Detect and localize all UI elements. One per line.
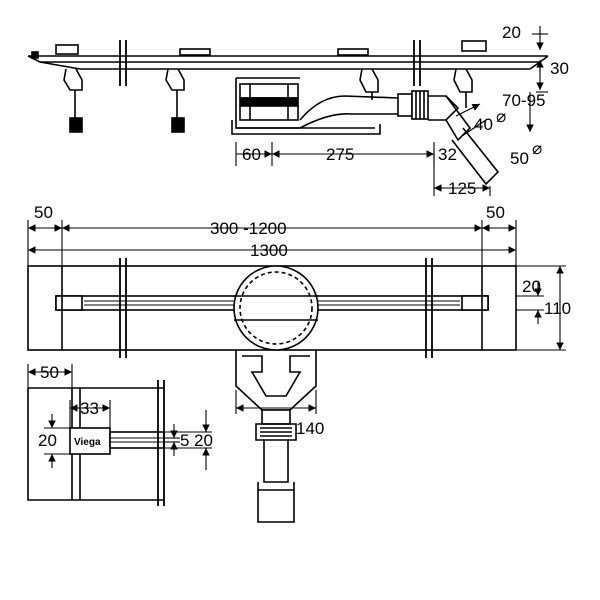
drain-outlet [233,265,319,351]
dim-end-right: 50 [486,203,505,222]
dim-length-275: 275 [326,145,354,164]
dim-gap-5: 5 [180,431,189,450]
dim-offset-33: 33 [80,399,99,418]
dim-top-gap: 20 [502,23,521,42]
side-view [27,40,549,186]
detail-view [27,380,165,506]
dim-32: 32 [438,145,457,164]
top-dimensions [27,220,566,414]
drain-body [231,77,381,135]
dim-pipe-40: 40 [474,115,493,134]
logo-plate [69,427,111,455]
clip-1 [55,44,79,55]
break-line [157,380,165,506]
diameter-symbol-40: ⌀ [496,107,506,126]
foot-2 [165,68,185,133]
clip-3 [337,48,369,56]
dim-125: 125 [448,179,476,198]
clip-4 [461,40,487,52]
dim-offset-60: 60 [242,145,261,164]
dim-install-height: 70-95 [502,91,545,110]
break-line [119,258,433,358]
dim-height-30: 30 [550,59,569,78]
detail-dimensions [27,364,212,470]
dim-width-50: 50 [40,363,59,382]
foot-3 [359,68,379,100]
dim-end-left: 50 [34,203,53,222]
foot-4 [453,68,473,108]
side-dimensions [235,26,548,196]
dim-height-20-left: 20 [38,431,57,450]
channel-profile [28,55,548,70]
break-line [119,40,421,86]
top-view [27,258,517,523]
diameter-symbol-50: ⌀ [532,139,542,158]
dim-range: 300 -1200 [210,219,287,238]
clip-2 [179,48,211,56]
dim-pipe-50: 50 [510,149,529,168]
foot-1 [63,68,83,133]
dim-slot-width: 20 [522,277,541,296]
dim-height-20-right: 20 [194,431,213,450]
slot-detail [109,431,165,449]
dim-total: 1300 [250,241,288,260]
brand-logo: Viega [74,437,101,448]
drain-pipe [299,90,500,186]
dim-outlet-width: 140 [296,419,324,438]
dim-body-width: 110 [544,299,571,318]
